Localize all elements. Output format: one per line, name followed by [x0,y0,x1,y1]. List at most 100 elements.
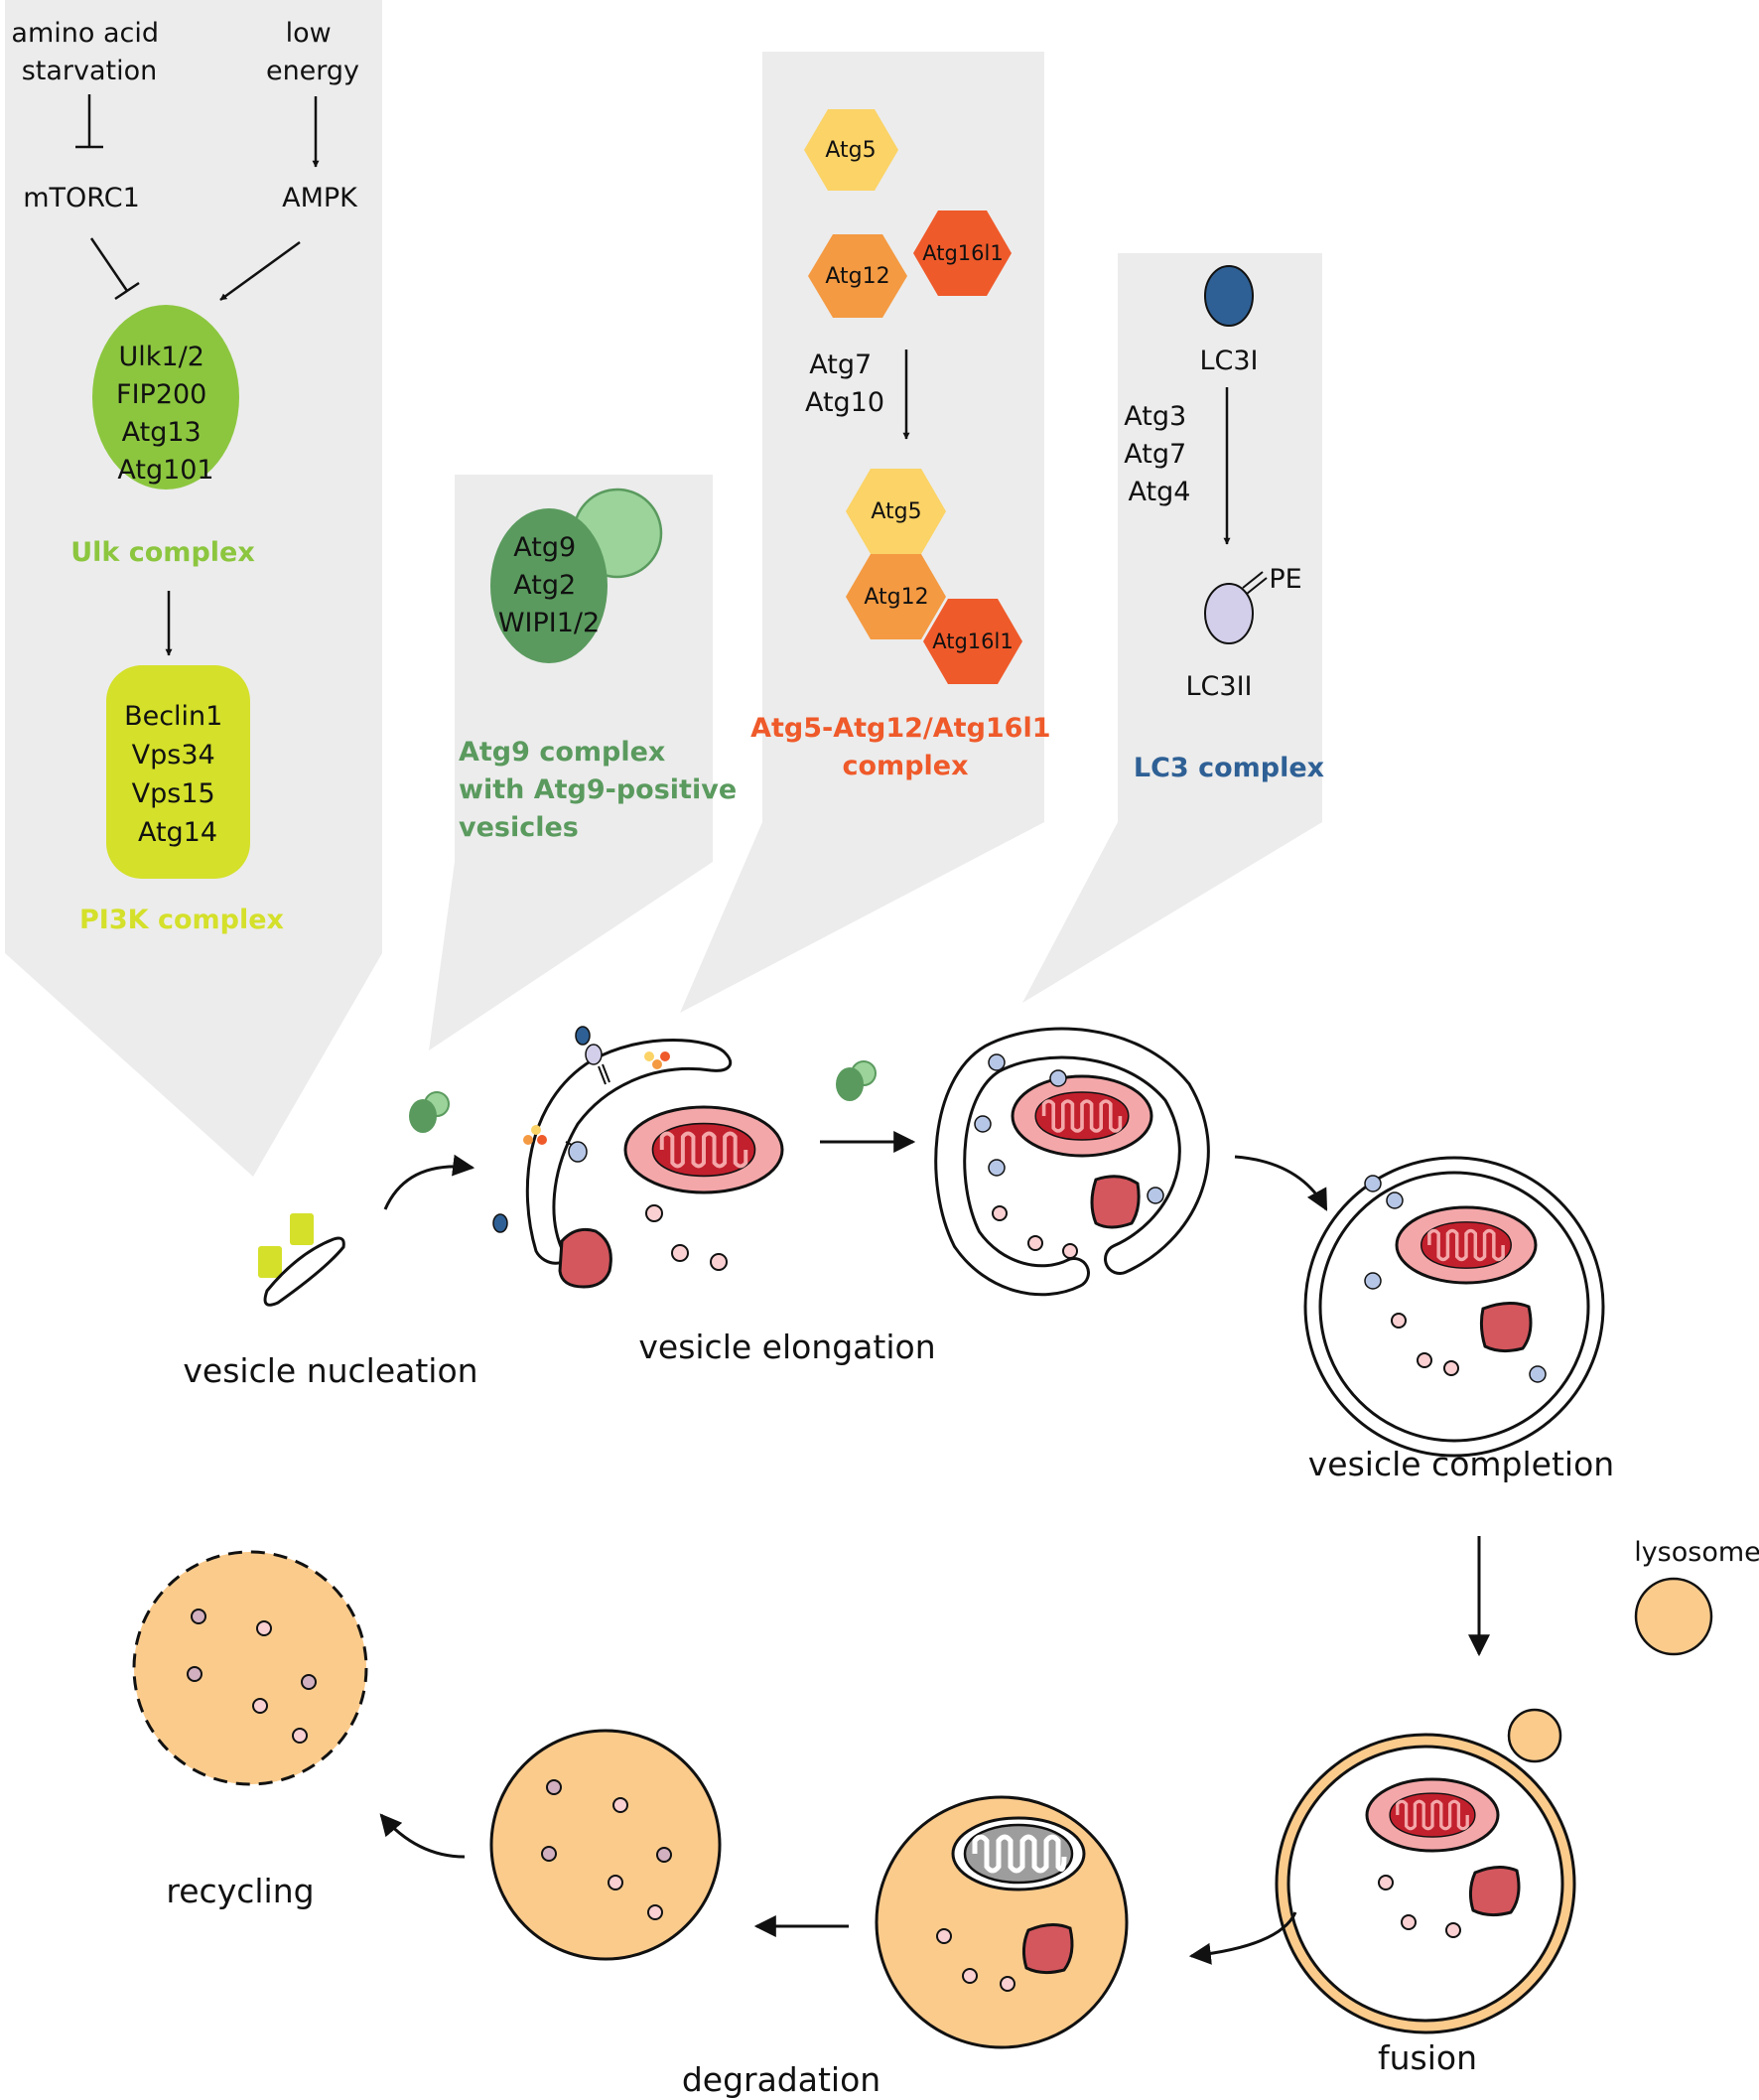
degraded-particle [656,1847,672,1863]
degraded-particle [612,1797,628,1813]
lc3-closing-3 [974,1115,992,1133]
atg9-panel: Atg9 Atg2 WIPI1/2 Atg9 complex with Atg9… [429,475,746,1050]
atg16l1-hexagon-bottom [923,599,1022,684]
cargo-particle [1401,1914,1417,1930]
ampk-label: AMPK [282,183,358,213]
pi3k-marker-2 [258,1246,282,1278]
recycling-label: recycling [166,1872,314,1910]
atg12-hexagon-bottom [846,554,946,639]
elongating-membrane [525,1039,733,1265]
recycled-particle [256,1620,272,1636]
atg5-label-top: Atg5 [825,138,876,163]
starvation-label: amino acid starvation [11,18,167,86]
lc3i-label: LC3I [1199,346,1258,376]
atg-hexamer-cluster-2 [523,1125,547,1145]
pi3k-marker-1 [290,1213,314,1245]
atg5-hexagon-top [804,109,898,191]
lc3-completion-2 [1386,1191,1404,1209]
atg16l1-label-top: Atg16l1 [922,241,1003,265]
cargo-fusion [1468,1866,1521,1917]
late-degradation-stage [489,1729,722,1961]
degraded-particle [608,1875,623,1890]
atg9-complex-ellipse [490,508,608,663]
atg16l1-label-bottom: Atg16l1 [932,630,1013,653]
atg16l1-hexagon-top [913,210,1012,296]
closing-vesicle-stage [934,1027,1210,1297]
recycled-particle [301,1674,317,1690]
lc3-closing-2 [1049,1069,1067,1087]
cargo-particle [645,1204,663,1222]
cargo-particle [1443,1360,1459,1376]
ulk-panel-background [5,0,382,1177]
cargo-particle [671,1244,689,1262]
atg5-panel: Atg5 Atg12 Atg16l1 Atg7 Atg10 Atg5 Atg12… [680,52,1051,1013]
completion-label: vesicle completion [1308,1445,1614,1483]
cargo-elongation [558,1227,612,1289]
lysosome-label: lysosome [1634,1537,1759,1568]
pe-label: PE [1269,564,1301,595]
lc3-completion-1 [1364,1175,1382,1192]
pe-anchor [1242,571,1268,595]
lc3-closing-4 [988,1159,1006,1177]
cargo-particle [1000,1976,1015,1992]
lysosome: lysosome [1634,1537,1759,1656]
atg9-free-complex-2 [836,1060,877,1101]
ulk-complex-title: Ulk complex [70,537,255,568]
cargo-particle [1378,1875,1394,1890]
atg5-label-bottom: Atg5 [871,499,921,524]
degradation-label: degradation [682,2060,880,2099]
mtorc1-label: mTORC1 [23,183,140,213]
ulk-members: Ulk1/2 FIP200 Atg13 Atg101 [116,342,215,486]
low-energy-label: low energy [266,18,359,86]
vesicle-elongation-stage: vesicle elongation [492,1026,936,1366]
fusion-stage: fusion [1275,1708,1576,2077]
recycled-particle [191,1609,206,1624]
cargo-particle [1062,1243,1078,1259]
atg9-complex-title: Atg9 complex with Atg9-positive vesicles [459,737,746,843]
cargo-particle [962,1968,978,1984]
late-degradation-vesicle [489,1729,722,1961]
atg9-free-complex [409,1091,450,1133]
lc3-on-membrane-1 [585,1044,610,1085]
recycled-particle [292,1728,308,1744]
cargo-particle [1417,1352,1432,1368]
atg12-label-top: Atg12 [825,264,889,289]
mitochondrion-degrading [951,1816,1086,1891]
lc3ii-label: LC3II [1186,671,1253,702]
fusion-label: fusion [1378,2038,1477,2077]
cargo-closing [1090,1175,1141,1229]
recycling-stage: recycling [132,1550,368,1910]
lc3-on-membrane-2 [565,1141,588,1163]
cargo-particle [1391,1313,1407,1329]
lc3-panel-background [1022,253,1322,1003]
cargo-particle [936,1928,952,1944]
vesicle-nucleation-stage: vesicle nucleation [183,1213,478,1390]
degraded-particle [647,1904,663,1920]
recycled-particle [252,1698,268,1714]
lc3-closing-5 [1147,1187,1164,1204]
atg5-hexagon-bottom [846,469,946,554]
lc3-completion-4 [1529,1365,1547,1383]
lc3-enzymes: Atg3 Atg7 Atg4 [1124,401,1195,507]
pi3k-members-list: Beclin1 Vps34 Vps15 Atg14 [124,701,231,848]
cargo-particle [710,1253,728,1271]
lc3i-free-2 [492,1213,508,1233]
closing-membrane-lumen [937,1030,1207,1294]
atg12-label-bottom: Atg12 [864,585,928,610]
mitochondrion-elongation [623,1105,784,1194]
arrow-nucleation-to-elongation [383,1154,475,1210]
inhibition-mtorc1-ulk [89,237,140,301]
cargo-degradation [1021,1923,1074,1975]
atg-hexamer-cluster-1 [644,1051,670,1069]
lc3-complex-title: LC3 complex [1134,753,1324,783]
mitochondrion-closing [1011,1074,1153,1158]
recycling-vesicle [132,1550,368,1786]
lc3i-oval [1204,265,1254,327]
phagophore-seed [263,1236,345,1307]
lc3-completion-3 [1364,1272,1382,1290]
degradation-stage: degradation [682,1795,1129,2099]
atg9-members: Atg9 Atg2 WIPI1/2 [498,532,600,638]
arrow-fusion-to-degradation [1188,1911,1297,1965]
